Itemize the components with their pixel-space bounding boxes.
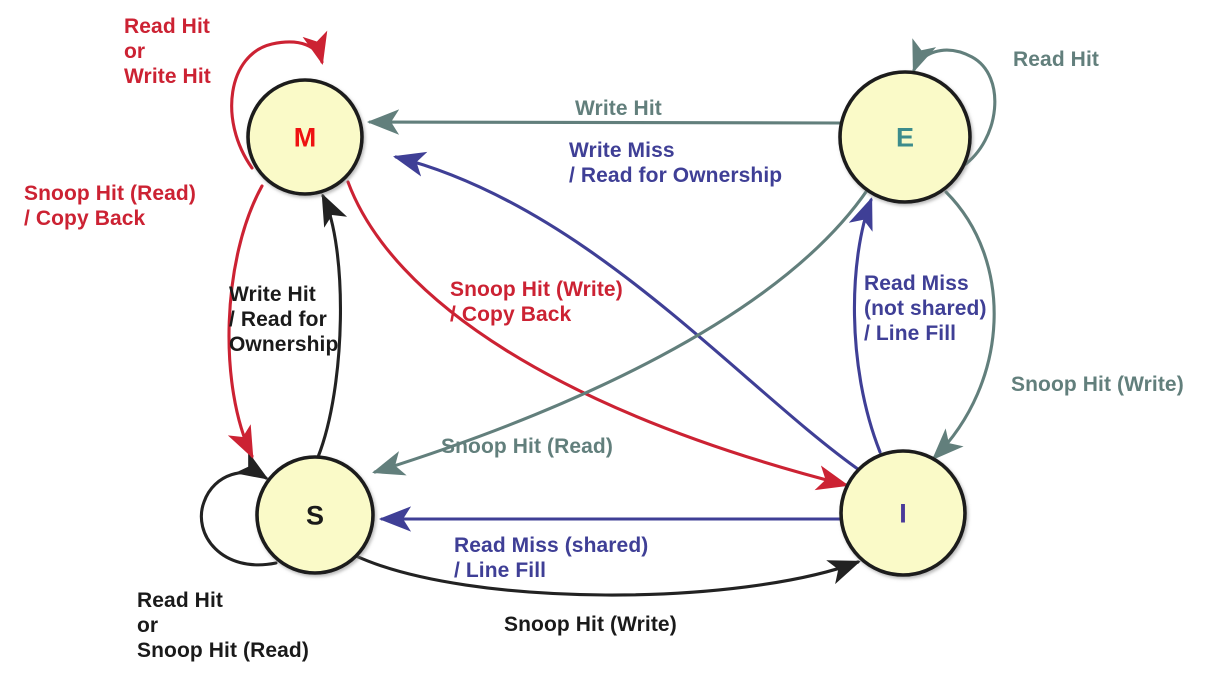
state-label-s: S bbox=[305, 500, 325, 531]
edge-label-s-self: Read Hit or Snoop Hit (Read) bbox=[137, 589, 309, 662]
edge-s-to-m bbox=[316, 193, 348, 459]
edge-i-to-m bbox=[392, 151, 864, 474]
edge-label-m-self: Read Hit or Write Hit bbox=[124, 15, 211, 88]
edge-label-i-to-e: Read Miss (not shared) / Line Fill bbox=[864, 272, 987, 345]
state-label-e: E bbox=[895, 122, 915, 153]
edge-label-e-to-i: Snoop Hit (Write) bbox=[1011, 373, 1184, 396]
edge-e-self bbox=[912, 38, 997, 168]
edge-s-self bbox=[199, 451, 278, 567]
state-nodes-layer bbox=[246, 70, 972, 577]
state-node-s[interactable] bbox=[255, 455, 375, 575]
state-label-i: I bbox=[899, 498, 907, 529]
state-node-m[interactable] bbox=[246, 78, 364, 196]
edge-label-s-to-i: Snoop Hit (Write) bbox=[504, 613, 677, 636]
edge-e-to-i bbox=[931, 190, 996, 461]
edge-label-i-to-s: Read Miss (shared) / Line Fill bbox=[454, 534, 649, 582]
edge-i-to-e bbox=[848, 197, 882, 454]
edge-e-to-s bbox=[372, 187, 870, 476]
edge-e-to-m bbox=[366, 109, 842, 135]
edge-label-e-self: Read Hit bbox=[1013, 48, 1099, 71]
edge-label-s-to-m: Write Hit / Read for Ownership bbox=[229, 283, 339, 356]
edge-m-to-s bbox=[227, 184, 264, 459]
edge-m-self bbox=[230, 30, 328, 170]
edge-s-to-i bbox=[354, 554, 861, 597]
edge-label-e-to-m: Write Hit bbox=[575, 97, 662, 120]
edge-label-m-to-i: Snoop Hit (Write) / Copy Back bbox=[450, 278, 623, 326]
state-node-e[interactable] bbox=[838, 70, 972, 204]
edge-m-to-i bbox=[346, 180, 850, 491]
state-node-i[interactable] bbox=[839, 449, 967, 577]
state-label-m: M bbox=[293, 122, 317, 153]
edge-label-m-to-s: Snoop Hit (Read) / Copy Back bbox=[24, 182, 196, 230]
edge-label-e-to-s: Snoop Hit (Read) bbox=[441, 435, 613, 458]
edge-label-i-to-m: Write Miss / Read for Ownership bbox=[569, 139, 783, 187]
